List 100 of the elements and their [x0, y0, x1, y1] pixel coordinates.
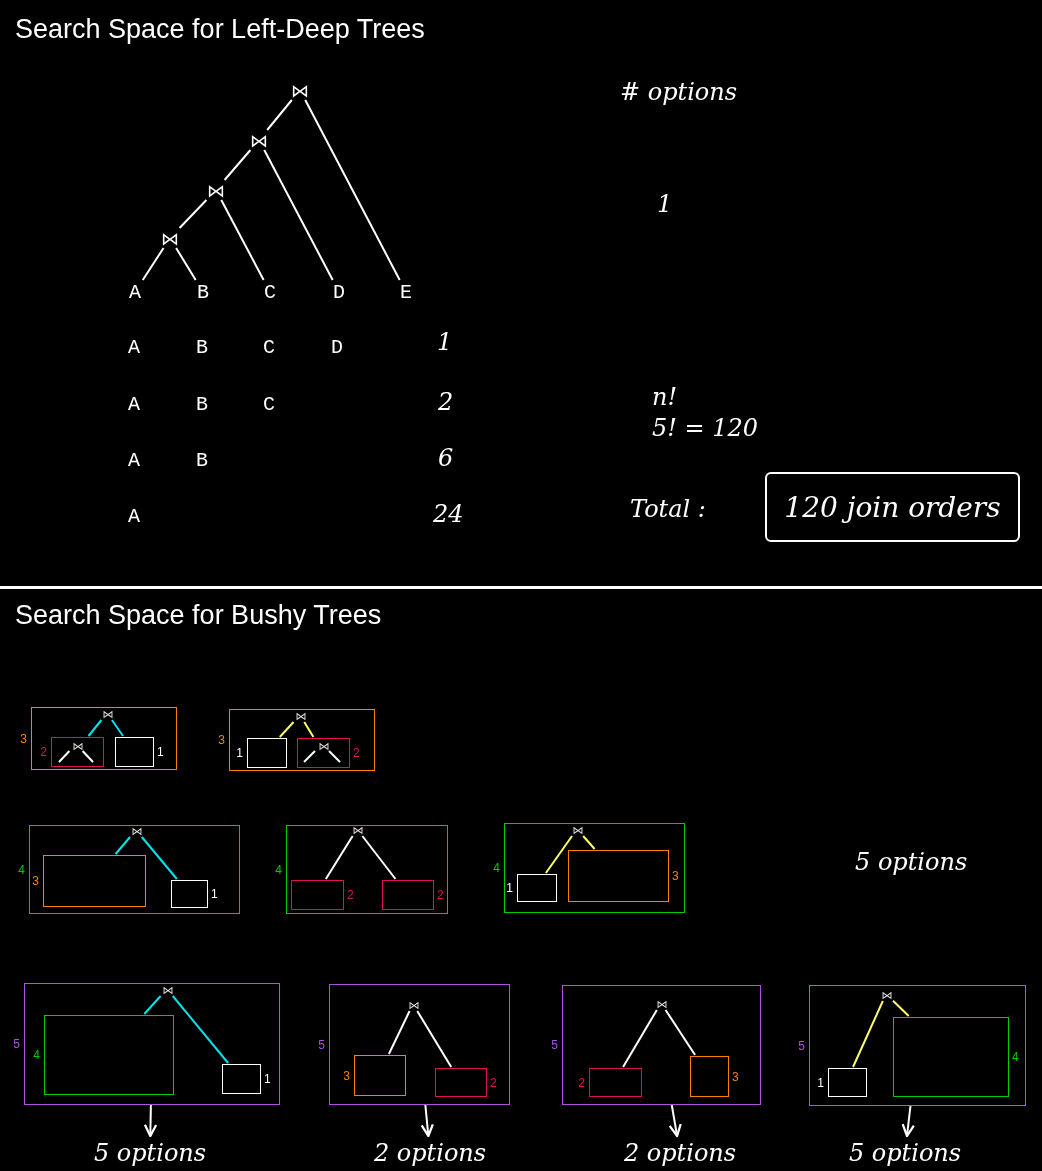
- tree-edge: [171, 995, 230, 1064]
- handwritten-note: 2: [438, 388, 454, 416]
- tree-edge: [220, 199, 265, 281]
- relation-name: C: [263, 393, 275, 416]
- option-count-note: 5 options: [95, 1136, 205, 1170]
- relation-name: B: [196, 449, 208, 472]
- relation-name: A: [128, 393, 140, 416]
- tree-edge: [622, 1009, 658, 1068]
- tree-edge: [664, 1009, 697, 1056]
- relation-name: B: [193, 280, 213, 304]
- tree-edge: [387, 1010, 411, 1055]
- tree-edge: [852, 1000, 884, 1068]
- subtree-size: 5: [798, 1038, 805, 1053]
- relation-name: B: [196, 336, 208, 359]
- subtree-size: 5: [318, 1037, 325, 1052]
- tree-edge: [140, 836, 178, 880]
- boxed-note: 120 join orders: [765, 472, 1020, 542]
- tree-edge: [544, 835, 574, 874]
- arrow: [901, 1105, 915, 1138]
- subtree-size: 1: [157, 745, 164, 759]
- subtree-size: 4: [275, 862, 282, 877]
- relation-name: A: [125, 280, 145, 304]
- subtree-size: 4: [1012, 1050, 1019, 1064]
- section-heading: Search Space for Left-Deep Trees: [15, 14, 425, 45]
- tree-edge: [141, 247, 165, 281]
- arrow: [420, 1104, 434, 1138]
- relation-name: E: [396, 280, 416, 304]
- join-symbol: ⋈: [294, 709, 308, 723]
- tree-edge: [328, 750, 341, 763]
- tree-edge: [303, 750, 316, 763]
- join-symbol: ⋈: [161, 983, 175, 997]
- tree-edge: [303, 721, 315, 738]
- join-symbol: ⋈: [317, 739, 331, 753]
- relation-name: D: [331, 336, 343, 359]
- tree-edge: [110, 719, 125, 737]
- handwritten-note: n!: [652, 383, 678, 411]
- tree-edge: [81, 750, 94, 763]
- join-symbol: ⋈: [351, 823, 365, 837]
- join-symbol: ⋈: [880, 988, 894, 1002]
- relation-name: D: [329, 280, 349, 304]
- relation-name: B: [196, 393, 208, 416]
- subtree-size: 5: [551, 1038, 558, 1052]
- relation-name: A: [128, 336, 140, 359]
- arrow: [143, 1104, 158, 1138]
- subtree-size: 3: [732, 1069, 739, 1084]
- subtree-size: 2: [347, 888, 354, 902]
- tree-edge: [266, 99, 293, 131]
- tree-edge: [178, 199, 208, 229]
- subtree-size: 3: [218, 733, 225, 747]
- subtree-size: 2: [490, 1075, 497, 1090]
- subtree-size: 4: [33, 1048, 40, 1062]
- relation-name: A: [128, 449, 140, 472]
- subtree-size: 2: [40, 745, 47, 759]
- subtree-size: 3: [20, 731, 27, 746]
- join-symbol: ⋈: [130, 824, 144, 838]
- join-symbol: ⋈: [571, 823, 585, 837]
- arrow: [668, 1104, 682, 1138]
- subtree-size: 2: [353, 746, 360, 760]
- subtree-size: 1: [211, 887, 218, 901]
- handwritten-note: 5 options: [855, 848, 968, 876]
- handwritten-note: 1: [657, 190, 673, 218]
- relation-name: C: [260, 280, 280, 304]
- subtree-size: 4: [18, 862, 25, 877]
- tree-edge: [582, 835, 596, 850]
- tree-edge: [892, 999, 910, 1017]
- tree-edge: [361, 835, 397, 880]
- join-symbol: ⋈: [655, 997, 669, 1011]
- subtree-size: 2: [437, 888, 444, 902]
- handwritten-note: Total :: [630, 495, 706, 523]
- tree-edge: [278, 721, 295, 738]
- handwritten-note: 6: [438, 444, 454, 472]
- handwritten-note: 5! = 120: [652, 414, 759, 442]
- subtree-size: 3: [672, 869, 679, 883]
- join-symbol: ⋈: [206, 180, 226, 200]
- join-symbol: ⋈: [160, 228, 180, 248]
- subtree-size: 4: [493, 861, 500, 875]
- option-count-note: 5 options: [850, 1136, 960, 1170]
- tree-edge: [223, 149, 252, 181]
- subtree-size: 1: [506, 881, 513, 895]
- tree-edge: [87, 719, 103, 737]
- subtree-size: 3: [343, 1068, 350, 1083]
- tree-edge: [416, 1010, 453, 1068]
- handwritten-note: 24: [433, 500, 464, 528]
- subtree-size: 5: [13, 1037, 20, 1051]
- option-count-note: 2 options: [375, 1136, 485, 1170]
- join-symbol: ⋈: [290, 80, 310, 100]
- option-count-note: 2 options: [625, 1136, 735, 1170]
- subtree-size: 2: [578, 1075, 585, 1090]
- tree-edge: [114, 836, 132, 855]
- relation-name: C: [263, 336, 275, 359]
- subtree-size: 1: [264, 1072, 271, 1086]
- join-symbol: ⋈: [101, 707, 115, 721]
- subtree-size: 1: [817, 1075, 824, 1090]
- handwritten-note: 1: [437, 328, 453, 356]
- tree-edge: [304, 99, 401, 281]
- subtree-size: 3: [32, 874, 39, 888]
- subtree-size: 1: [236, 746, 243, 760]
- tree-edge: [58, 750, 71, 763]
- join-symbol: ⋈: [249, 130, 269, 150]
- section-heading: Search Space for Bushy Trees: [15, 600, 382, 631]
